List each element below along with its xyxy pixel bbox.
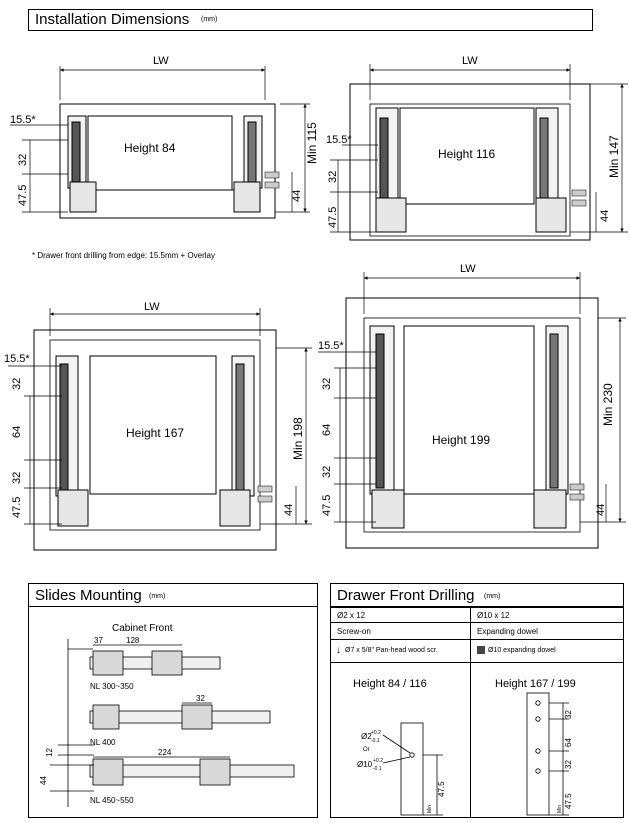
- dowel-icon: [477, 646, 485, 654]
- slides-unit: (mm): [149, 593, 166, 600]
- min-label: Min 115: [305, 122, 319, 164]
- phi10-label: Ø10: [357, 760, 373, 769]
- dim-label: 64: [321, 424, 333, 436]
- cabinet-outline: [349, 83, 591, 241]
- dim-64: 64: [564, 738, 573, 747]
- height-label: Height 199: [432, 433, 490, 447]
- offset-label: 15.5*: [10, 114, 36, 126]
- cabinet-outline: [33, 329, 277, 551]
- panel-height-199: [318, 272, 626, 549]
- col1-fastener: Ø7 x 5/8" Pan-head wood scr.: [345, 647, 438, 654]
- dim-label: 32: [11, 378, 23, 390]
- tol-plus: +0.2: [373, 758, 383, 764]
- offset-label: 15.5*: [4, 353, 30, 365]
- drill-row-size: Ø2 x 12 Ø10 x 12: [330, 607, 624, 623]
- min-label: Min: [557, 805, 563, 813]
- lw-label: LW: [153, 55, 169, 67]
- screw-icon: ↓: [336, 645, 341, 656]
- dim-47-5: 47.5: [564, 793, 573, 809]
- dim-32: 32: [564, 760, 573, 769]
- installation-title: Installation Dimensions: [35, 11, 190, 28]
- cabinet-front-label: Cabinet Front: [112, 623, 173, 634]
- dim-label: 47.5: [17, 185, 29, 206]
- col1-type: Screw-on: [337, 627, 371, 636]
- dim-label: 47.5: [321, 495, 333, 516]
- side-label: 44: [283, 504, 295, 516]
- dim-label: 64: [11, 426, 23, 438]
- height-label: Height 167: [126, 426, 184, 440]
- installation-unit: (mm): [201, 16, 218, 23]
- slides-drawing: Cabinet Front 37 128 NL 300~350 32 NL 40…: [39, 623, 295, 807]
- tol-plus: +0.2: [371, 730, 381, 736]
- drilling-header: Drawer Front Drilling (mm): [330, 583, 624, 607]
- panel-height-167: [8, 308, 312, 551]
- dim-37: 37: [94, 636, 103, 645]
- side-label: 44: [595, 504, 607, 516]
- dim-label: 47.5: [11, 497, 23, 518]
- dim-label: 32: [17, 154, 29, 166]
- slides-title: Slides Mounting: [35, 587, 142, 604]
- dim-label: 32: [321, 378, 333, 390]
- min-label: Min 147: [607, 135, 621, 178]
- left-title: Height 84 / 116: [353, 678, 427, 690]
- drilling-title: Drawer Front Drilling: [337, 587, 475, 604]
- dim-224: 224: [158, 748, 172, 757]
- drilling-unit: (mm): [484, 593, 501, 600]
- lw-label: LW: [460, 263, 476, 275]
- dim-128: 128: [126, 636, 140, 645]
- dim-44: 44: [39, 776, 48, 785]
- nl-400: NL 400: [90, 738, 116, 747]
- drilling-drawing: Height 84 / 116 Height 167 / 199 Ø2 +0.2…: [353, 678, 576, 816]
- panel-height-116: [330, 64, 628, 241]
- cabinet-outline: [59, 103, 276, 219]
- slides-mounting-header: Slides Mounting (mm): [28, 583, 318, 607]
- dim-label: 32: [321, 466, 333, 478]
- dim-32: 32: [564, 710, 573, 719]
- dim-47-5: 47.5: [437, 781, 446, 797]
- installation-drawings: LW 15.5* Height 84 32 47.5 Min 115 44 LW…: [4, 55, 628, 551]
- col1-size: Ø2 x 12: [337, 611, 366, 620]
- lw-label: LW: [462, 55, 478, 67]
- cabinet-outline: [345, 297, 599, 549]
- offset-label: 15.5*: [326, 134, 352, 146]
- height-label: Height 84: [124, 141, 176, 155]
- drilling-note: * Drawer front drilling from edge: 15.5m…: [32, 251, 215, 260]
- panel-height-84: [10, 66, 310, 219]
- phi2-label: Ø2: [361, 732, 372, 741]
- side-label: 44: [291, 190, 303, 202]
- dim-label: 32: [327, 171, 339, 183]
- drill-row-type: Screw-on Expanding dowel: [330, 622, 624, 640]
- tol-minus: -0.1: [373, 766, 382, 772]
- min-label: Min 198: [291, 417, 305, 460]
- tol-minus: -0.1: [371, 738, 380, 744]
- offset-label: 15.5*: [318, 340, 344, 352]
- col2-fastener: Ø10 expanding dowel: [488, 647, 556, 654]
- dim-label: 47.5: [327, 207, 339, 228]
- dim-12: 12: [45, 748, 54, 757]
- height-label: Height 116: [438, 147, 495, 161]
- or-label: Or: [363, 747, 370, 753]
- lw-label: LW: [144, 301, 160, 313]
- side-label: 44: [599, 210, 611, 222]
- dim-32: 32: [196, 694, 205, 703]
- min-label: Min 230: [601, 383, 615, 426]
- nl-300-350: NL 300~350: [90, 682, 134, 691]
- drill-col-divider: [470, 607, 471, 818]
- col2-size: Ø10 x 12: [477, 611, 510, 620]
- right-title: Height 167 / 199: [495, 678, 576, 690]
- min-label: Min: [427, 805, 433, 813]
- nl-450-550: NL 450~550: [90, 796, 134, 805]
- drill-row-fastener: ↓ Ø7 x 5/8" Pan-head wood scr. Ø10 expan…: [330, 639, 624, 663]
- installation-header: Installation Dimensions (mm): [28, 9, 593, 31]
- dim-label: 32: [11, 472, 23, 484]
- col2-type: Expanding dowel: [477, 627, 538, 636]
